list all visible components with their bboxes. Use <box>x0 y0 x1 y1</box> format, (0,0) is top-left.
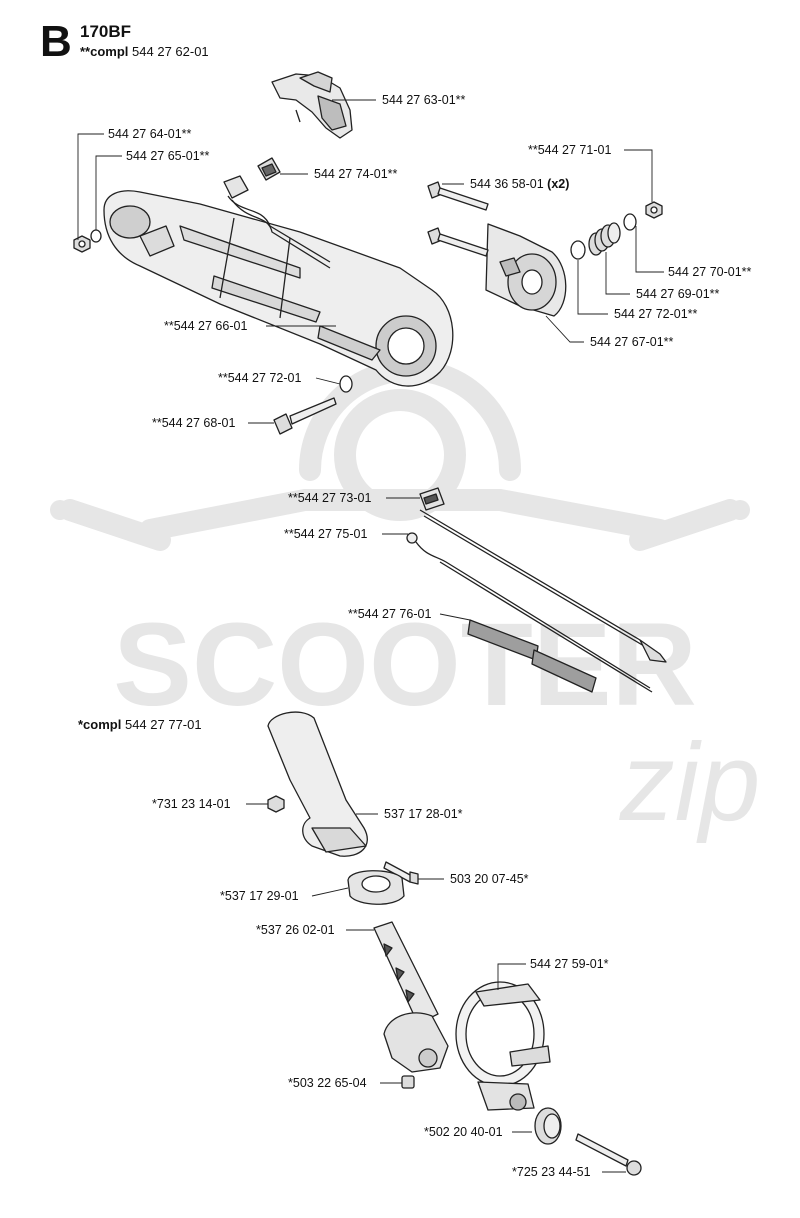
callout-washer-cover: 544 27 72-01** <box>614 307 698 321</box>
part-bevel-gear <box>534 1107 562 1145</box>
part-top-bracket <box>271 71 353 139</box>
callout-side-cover: 544 27 67-01** <box>590 335 674 349</box>
part-side-cover <box>485 223 567 317</box>
callout-bevel-gear: *502 20 40-01 <box>424 1125 503 1139</box>
group2-compl-number: 544 27 77-01 <box>124 717 202 732</box>
section-letter: B <box>40 17 72 66</box>
part-washer-cover <box>570 240 586 260</box>
group2-compl-prefix: *compl <box>78 717 122 732</box>
callout-washer-lower: **544 27 72-01 <box>218 371 301 385</box>
part-throttle-cable <box>406 532 653 693</box>
callout-bolt-qty: (x2) <box>547 177 569 191</box>
callout-gear-bolt: *725 23 44-51 <box>512 1165 591 1179</box>
callout-nut-cover: **544 27 71-01 <box>528 143 611 157</box>
part-connector-wire <box>419 487 667 663</box>
callout-handle-grip: 537 17 28-01* <box>384 807 463 821</box>
callout-throttle-cable: **544 27 75-01 <box>284 527 367 541</box>
part-nut <box>73 235 91 253</box>
part-cable-springs <box>467 619 597 693</box>
part-washer-lower <box>339 375 353 393</box>
part-gear-housing <box>383 1012 449 1073</box>
watermark-script: zip <box>619 721 761 844</box>
compl-number: 544 27 62-01 <box>132 44 209 59</box>
part-handle-clamp <box>347 870 405 905</box>
callout-handle-clamp: *537 17 29-01 <box>220 889 299 903</box>
callout-spring: 544 27 69-01** <box>636 287 720 301</box>
group2-compl-label: *compl 544 27 77-01 <box>78 717 202 732</box>
part-nut-cover <box>645 201 663 219</box>
callout-bolt: 544 36 58-01 (x2) <box>470 177 569 191</box>
callout-handle-tube: *537 26 02-01 <box>256 923 335 937</box>
callout-ring-clamp: 544 27 59-01* <box>530 957 609 971</box>
part-washer <box>90 229 102 243</box>
callout-washer: 544 27 65-01** <box>126 149 210 163</box>
callout-long-bolt: **544 27 68-01 <box>152 416 235 430</box>
part-handle-nut <box>267 795 285 813</box>
watermark-brand: SCOOTER <box>113 599 697 731</box>
part-bolt-upper <box>427 181 489 211</box>
part-switch-wire <box>223 175 331 269</box>
callout-switch-cap: 544 27 74-01** <box>314 167 398 181</box>
part-ring-clamp <box>455 981 551 1111</box>
part-washer-small <box>623 213 637 231</box>
part-long-bolt <box>273 397 337 435</box>
callout-main-housing: **544 27 66-01 <box>164 319 247 333</box>
callout-washer-small: 544 27 70-01** <box>668 265 752 279</box>
part-spring <box>588 222 621 256</box>
part-main-housing <box>103 190 454 387</box>
callout-cable-springs: **544 27 76-01 <box>348 607 431 621</box>
callout-bolt-number: 544 36 58-01 <box>470 177 544 191</box>
compl-prefix: **compl <box>80 44 129 59</box>
part-handle-screw <box>383 861 419 885</box>
part-handle-grip <box>267 711 368 857</box>
part-handle-tube <box>373 921 439 1025</box>
part-bolt-lower <box>427 227 489 257</box>
part-switch-cap <box>257 157 281 181</box>
callout-top-bracket: 544 27 63-01** <box>382 93 466 107</box>
part-square-nut <box>401 1075 415 1089</box>
callout-square-nut: *503 22 65-04 <box>288 1076 367 1090</box>
model-title: 170BF <box>80 22 132 41</box>
part-gear-bolt <box>575 1133 642 1176</box>
assembly-compl-label: **compl 544 27 62-01 <box>80 44 209 59</box>
callout-connector-wire: **544 27 73-01 <box>288 491 371 505</box>
callout-nut: 544 27 64-01** <box>108 127 192 141</box>
callout-handle-screw: 503 20 07-45* <box>450 872 529 886</box>
callout-handle-nut: *731 23 14-01 <box>152 797 231 811</box>
